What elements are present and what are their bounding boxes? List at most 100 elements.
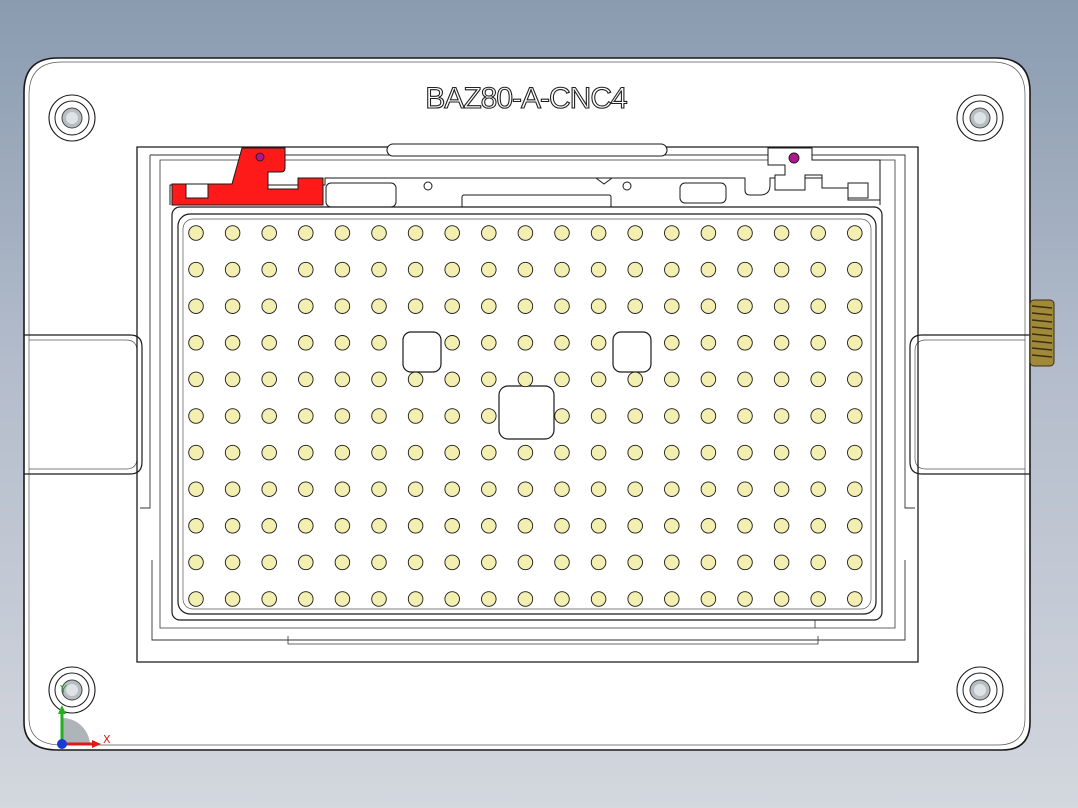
vacuum-hole[interactable] xyxy=(224,298,241,314)
vacuum-hole[interactable] xyxy=(298,335,314,351)
mounting-bolt-bottom-right[interactable] xyxy=(956,666,1004,714)
vacuum-hole[interactable] xyxy=(737,225,753,241)
vacuum-hole[interactable] xyxy=(590,225,607,241)
vacuum-hole[interactable] xyxy=(773,518,790,534)
vacuum-hole[interactable] xyxy=(554,444,570,461)
vacuum-hole[interactable] xyxy=(334,591,351,607)
vacuum-hole[interactable] xyxy=(261,261,277,278)
vacuum-hole[interactable] xyxy=(334,371,351,388)
vacuum-hole[interactable] xyxy=(188,444,204,461)
vacuum-hole[interactable] xyxy=(188,335,204,351)
vacuum-hole[interactable] xyxy=(481,225,497,241)
vacuum-hole[interactable] xyxy=(334,298,351,314)
vacuum-hole[interactable] xyxy=(700,481,717,497)
vacuum-hole[interactable] xyxy=(554,554,570,571)
vacuum-hole[interactable] xyxy=(517,518,534,534)
vacuum-hole[interactable] xyxy=(444,335,460,351)
vacuum-hole[interactable] xyxy=(810,225,826,241)
vacuum-hole[interactable] xyxy=(664,554,680,571)
vacuum-hole[interactable] xyxy=(481,371,497,388)
vacuum-hole[interactable] xyxy=(590,444,607,461)
vacuum-hole[interactable] xyxy=(444,554,460,571)
vacuum-hole[interactable] xyxy=(224,554,241,571)
vacuum-hole[interactable] xyxy=(261,371,277,388)
vacuum-hole[interactable] xyxy=(627,298,643,314)
vacuum-hole[interactable] xyxy=(407,444,424,461)
vacuum-hole[interactable] xyxy=(334,554,351,571)
mounting-bolt-bottom-left[interactable] xyxy=(48,666,96,714)
vacuum-hole[interactable] xyxy=(444,225,460,241)
vacuum-hole[interactable] xyxy=(590,591,607,607)
vacuum-hole[interactable] xyxy=(298,554,314,571)
vacuum-hole[interactable] xyxy=(224,225,241,241)
vacuum-hole[interactable] xyxy=(371,408,387,424)
vacuum-hole[interactable] xyxy=(444,408,460,424)
vacuum-hole[interactable] xyxy=(481,261,497,278)
vacuum-hole[interactable] xyxy=(334,481,351,497)
vacuum-hole[interactable] xyxy=(664,444,680,461)
vacuum-hole[interactable] xyxy=(700,518,717,534)
vacuum-hole[interactable] xyxy=(517,335,534,351)
vacuum-hole[interactable] xyxy=(261,591,277,607)
vacuum-hole[interactable] xyxy=(847,371,863,388)
vacuum-hole[interactable] xyxy=(773,335,790,351)
vacuum-hole[interactable] xyxy=(481,335,497,351)
vacuum-hole[interactable] xyxy=(298,298,314,314)
vacuum-hole[interactable] xyxy=(700,298,717,314)
vacuum-hole[interactable] xyxy=(847,518,863,534)
vacuum-hole[interactable] xyxy=(481,591,497,607)
vacuum-hole[interactable] xyxy=(700,371,717,388)
vacuum-hole[interactable] xyxy=(664,261,680,278)
vacuum-hole[interactable] xyxy=(627,591,643,607)
vacuum-hole[interactable] xyxy=(847,261,863,278)
vacuum-hole[interactable] xyxy=(481,408,497,424)
vacuum-hole[interactable] xyxy=(737,444,753,461)
vacuum-hole[interactable] xyxy=(810,335,826,351)
vacuum-hole[interactable] xyxy=(298,518,314,534)
vacuum-hole[interactable] xyxy=(737,298,753,314)
vacuum-hole[interactable] xyxy=(737,335,753,351)
vacuum-hole[interactable] xyxy=(737,261,753,278)
vacuum-hole[interactable] xyxy=(371,335,387,351)
vacuum-hole[interactable] xyxy=(444,298,460,314)
vacuum-hole[interactable] xyxy=(590,481,607,497)
vacuum-hole[interactable] xyxy=(517,554,534,571)
vacuum-hole[interactable] xyxy=(627,225,643,241)
vacuum-hole[interactable] xyxy=(627,554,643,571)
vacuum-hole[interactable] xyxy=(517,371,534,388)
vacuum-hole[interactable] xyxy=(773,371,790,388)
vacuum-hole[interactable] xyxy=(407,371,424,388)
vacuum-hole[interactable] xyxy=(847,298,863,314)
vacuum-hole[interactable] xyxy=(773,481,790,497)
vacuum-hole[interactable] xyxy=(224,518,241,534)
vacuum-hole[interactable] xyxy=(371,481,387,497)
vacuum-hole[interactable] xyxy=(847,225,863,241)
vacuum-hole[interactable] xyxy=(188,481,204,497)
locator-pin-right[interactable] xyxy=(788,152,800,164)
vacuum-hole[interactable] xyxy=(261,518,277,534)
vacuum-hole[interactable] xyxy=(554,481,570,497)
vacuum-hole[interactable] xyxy=(481,518,497,534)
vacuum-hole[interactable] xyxy=(700,335,717,351)
vacuum-hole[interactable] xyxy=(298,481,314,497)
vacuum-hole[interactable] xyxy=(773,408,790,424)
vacuum-hole[interactable] xyxy=(700,444,717,461)
vacuum-hole[interactable] xyxy=(810,591,826,607)
vacuum-hole[interactable] xyxy=(371,298,387,314)
vacuum-hole[interactable] xyxy=(444,444,460,461)
locator-pin-left[interactable] xyxy=(255,152,265,162)
vacuum-hole[interactable] xyxy=(554,298,570,314)
vacuum-hole[interactable] xyxy=(407,481,424,497)
vacuum-hole[interactable] xyxy=(810,481,826,497)
vacuum-hole[interactable] xyxy=(627,408,643,424)
vacuum-hole[interactable] xyxy=(737,518,753,534)
vacuum-hole[interactable] xyxy=(773,444,790,461)
vacuum-hole[interactable] xyxy=(261,554,277,571)
vacuum-hole[interactable] xyxy=(334,225,351,241)
vacuum-hole[interactable] xyxy=(261,298,277,314)
vacuum-hole[interactable] xyxy=(517,481,534,497)
highlighted-locator[interactable] xyxy=(171,147,324,206)
vacuum-hole[interactable] xyxy=(334,261,351,278)
vacuum-hole[interactable] xyxy=(627,371,643,388)
